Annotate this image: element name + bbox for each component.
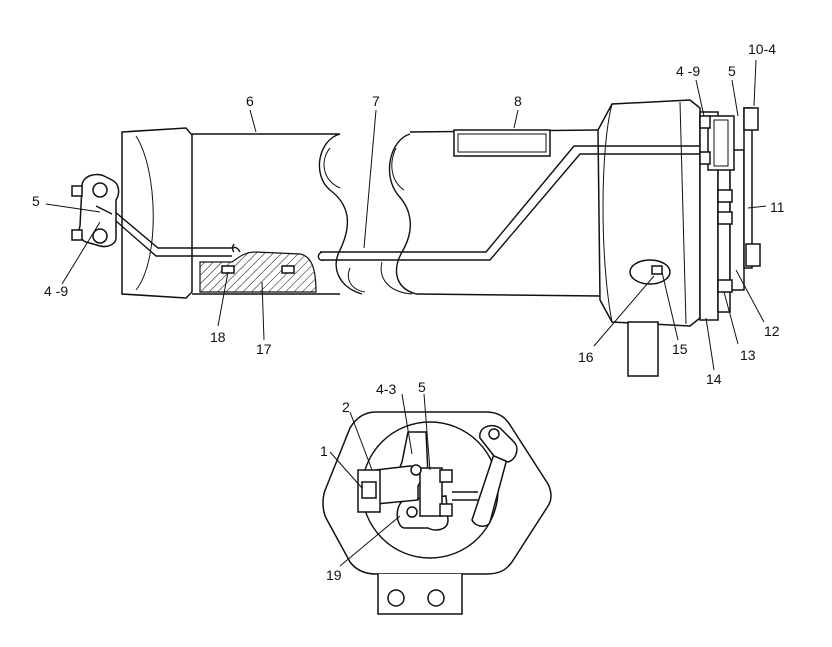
callout-4-9-right: 4 -9 xyxy=(676,63,700,79)
callout-18: 18 xyxy=(210,329,226,345)
callout-7: 7 xyxy=(372,93,380,109)
detail-callouts: 1 2 4-3 5 19 xyxy=(320,379,426,583)
callout-5-right: 5 xyxy=(728,63,736,79)
left-break xyxy=(318,133,363,295)
shift-rod xyxy=(107,205,235,257)
left-cylinder-body xyxy=(192,133,340,295)
leader-lines xyxy=(45,59,767,371)
callout-16: 16 xyxy=(578,349,594,365)
callout-11: 11 xyxy=(770,199,785,215)
main-assembly xyxy=(71,99,761,377)
left-end-cap xyxy=(121,127,193,299)
callout-10-4: 10-4 xyxy=(748,41,776,57)
callout-5-detail: 5 xyxy=(418,379,426,395)
right-break xyxy=(388,133,417,295)
callout-15: 15 xyxy=(672,341,688,357)
detail-view xyxy=(322,411,552,615)
callout-4-9-left: 4 -9 xyxy=(44,283,68,299)
output-shaft xyxy=(627,321,659,377)
callout-4-3: 4-3 xyxy=(376,381,396,397)
callout-17: 17 xyxy=(256,341,272,357)
callout-2: 2 xyxy=(342,399,350,415)
callout-12: 12 xyxy=(764,323,780,339)
hatched-pad xyxy=(199,251,317,293)
callout-8: 8 xyxy=(514,93,522,109)
main-callouts: 6 7 8 5 4 -9 18 17 4 -9 5 10-4 11 12 13 … xyxy=(32,41,785,387)
callout-19: 19 xyxy=(326,567,342,583)
callout-1: 1 xyxy=(320,443,328,459)
callout-5-left: 5 xyxy=(32,193,40,209)
detail-leader-lines xyxy=(329,393,431,567)
callout-6: 6 xyxy=(246,93,254,109)
callout-14: 14 xyxy=(706,371,722,387)
callout-13: 13 xyxy=(740,347,756,363)
